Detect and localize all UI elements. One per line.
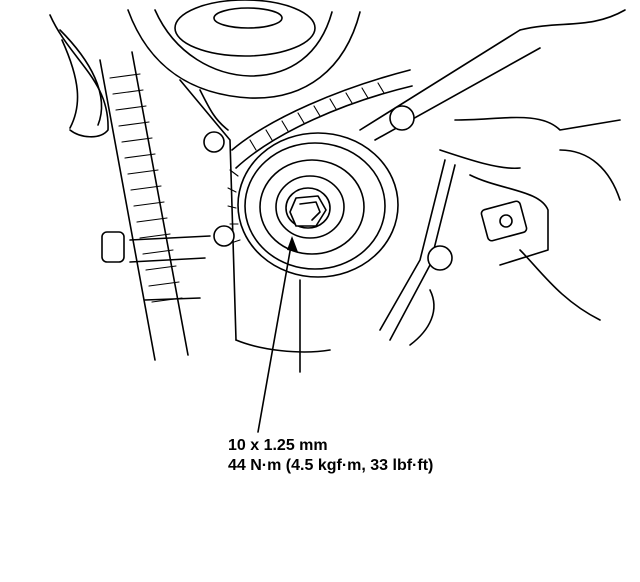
torque-label: 44 N·m (4.5 kgf·m, 33 lbf·ft) (228, 457, 434, 474)
cam-sprocket (127, 0, 361, 99)
timing-belt-left (99, 51, 189, 361)
engine-casting (101, 79, 331, 353)
tensioner-pulley (237, 132, 399, 278)
leader-line (257, 236, 301, 433)
bolt-size-label: 10 x 1.25 mm (228, 437, 328, 454)
bolt-spec-callout: 10 x 1.25 mm 44 N·m (4.5 kgf·m, 33 lbf·f… (228, 436, 433, 476)
timing-belt-upper (227, 69, 413, 243)
tensioner-arm (359, 9, 626, 346)
upper-left-pulley (49, 14, 109, 138)
